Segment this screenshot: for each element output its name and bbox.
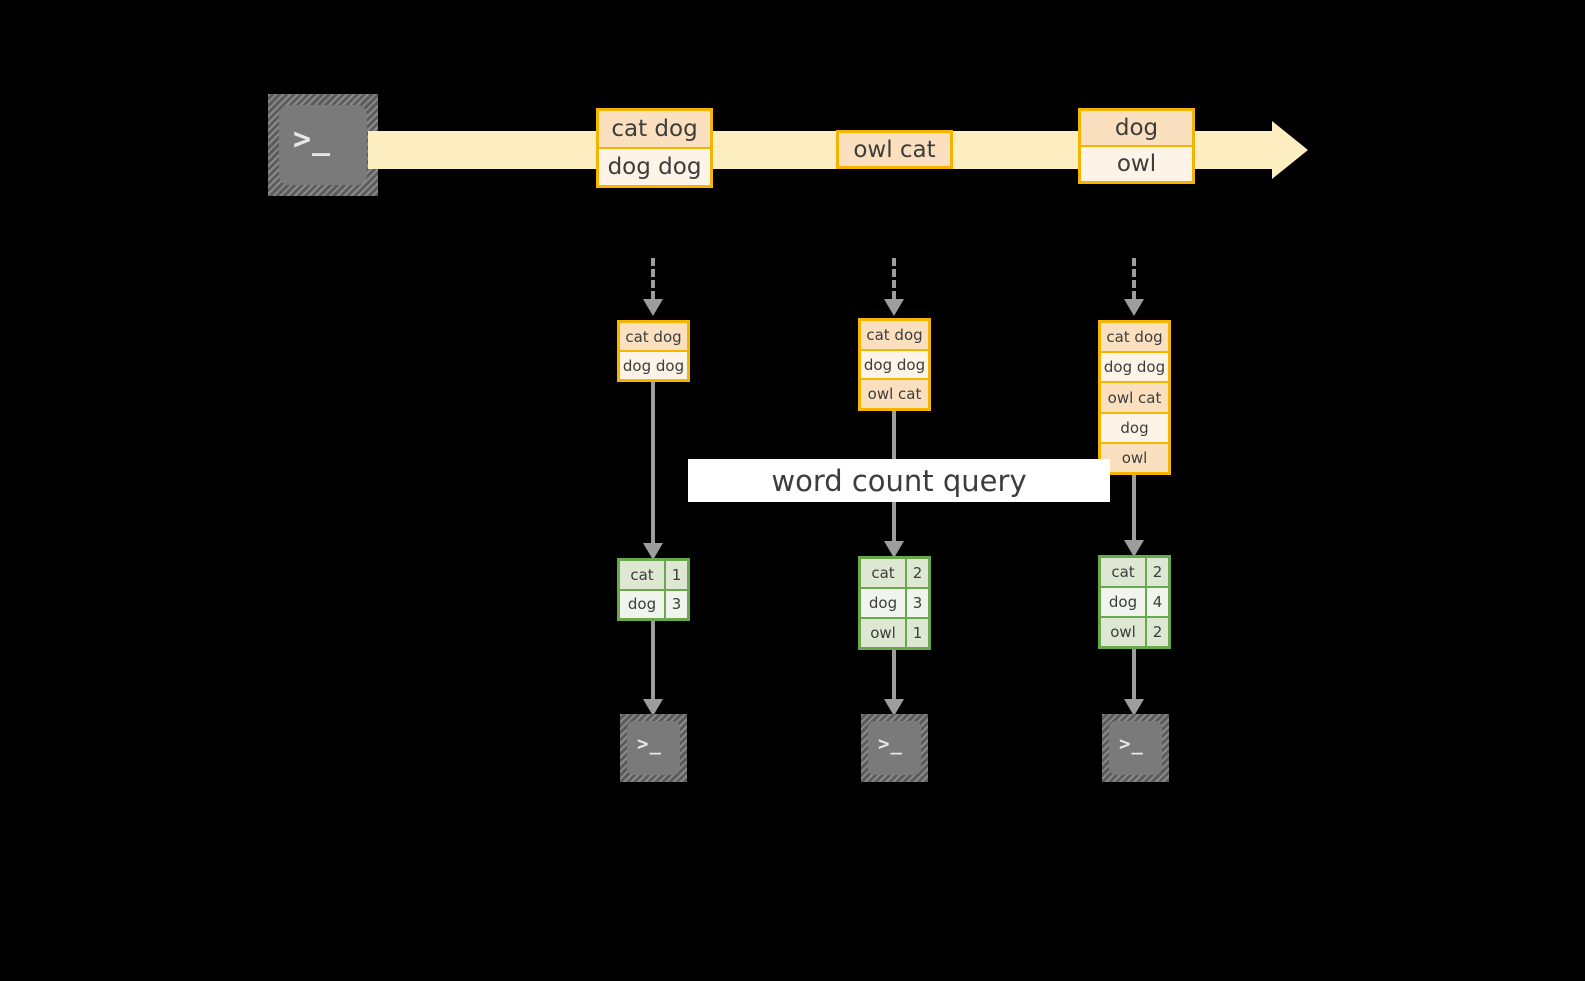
stream-event-line: cat dog	[599, 111, 710, 147]
accumulated-event-line: cat dog	[620, 323, 687, 350]
table-row: owl 1	[861, 617, 928, 647]
sink-arrow	[643, 621, 663, 716]
count-cell: 4	[1147, 588, 1168, 616]
stream-event-box: dog owl	[1078, 108, 1195, 184]
accumulated-event-line: owl cat	[861, 378, 928, 409]
terminal-icon-screen: >_	[627, 721, 680, 775]
word-cell: dog	[861, 589, 907, 617]
word-cell: cat	[861, 559, 907, 587]
table-row: dog 3	[620, 588, 687, 618]
stream-event-box: owl cat	[836, 130, 953, 169]
accumulated-event-line: cat dog	[1101, 323, 1168, 352]
terminal-prompt-glyph: >_	[293, 122, 332, 157]
word-count-table: cat 2 dog 3 owl 1	[858, 556, 931, 650]
accumulated-events-box: cat dog dog dog	[617, 320, 690, 382]
query-arrow	[643, 382, 663, 560]
query-label: word count query	[688, 459, 1110, 502]
count-cell: 1	[666, 561, 687, 589]
table-row: owl 2	[1101, 616, 1168, 646]
sink-arrow	[884, 650, 904, 716]
stream-event-line: owl cat	[839, 133, 950, 166]
terminal-icon: >_	[268, 94, 378, 196]
accumulated-events-box: cat dog dog dog owl cat dog owl	[1098, 320, 1171, 475]
count-cell: 3	[907, 589, 928, 617]
stream-tap-arrow	[884, 258, 904, 316]
table-row: dog 3	[861, 587, 928, 617]
accumulated-events-box: cat dog dog dog owl cat	[858, 318, 931, 411]
terminal-prompt-glyph: >_	[878, 733, 903, 755]
count-cell: 2	[907, 559, 928, 587]
word-cell: dog	[620, 590, 666, 618]
sink-arrow	[1124, 649, 1144, 716]
word-cell: cat	[620, 561, 666, 589]
word-cell: cat	[1101, 558, 1147, 586]
accumulated-event-line: dog dog	[1101, 351, 1168, 382]
terminal-icon: >_	[1102, 714, 1169, 782]
terminal-prompt-glyph: >_	[637, 733, 662, 755]
word-cell: owl	[1101, 618, 1147, 646]
terminal-icon: >_	[861, 714, 928, 782]
terminal-icon-screen: >_	[279, 105, 367, 185]
terminal-icon-screen: >_	[1109, 721, 1162, 775]
table-row: cat 2	[861, 559, 928, 587]
query-arrow	[1124, 475, 1144, 557]
stream-event-line: dog dog	[599, 147, 710, 185]
accumulated-event-line: dog dog	[620, 350, 687, 379]
accumulated-event-line: owl	[1101, 441, 1168, 473]
word-count-table: cat 1 dog 3	[617, 558, 690, 621]
accumulated-event-line: dog dog	[861, 348, 928, 379]
stream-tap-arrow	[1124, 258, 1144, 316]
table-row: cat 2	[1101, 558, 1168, 586]
terminal-icon-screen: >_	[868, 721, 921, 775]
stream-event-box: cat dog dog dog	[596, 108, 713, 188]
terminal-icon: >_	[620, 714, 687, 782]
table-row: dog 4	[1101, 586, 1168, 616]
stream-event-line: owl	[1081, 145, 1192, 181]
accumulated-event-line: dog	[1101, 411, 1168, 442]
event-stream-arrowhead	[1272, 121, 1308, 179]
accumulated-event-line: cat dog	[861, 321, 928, 349]
count-cell: 2	[1147, 558, 1168, 586]
accumulated-event-line: owl cat	[1101, 381, 1168, 412]
word-cell: dog	[1101, 588, 1147, 616]
count-cell: 2	[1147, 618, 1168, 646]
word-count-table: cat 2 dog 4 owl 2	[1098, 555, 1171, 649]
count-cell: 3	[666, 590, 687, 618]
stream-tap-arrow	[643, 258, 663, 316]
count-cell: 1	[907, 619, 928, 647]
word-cell: owl	[861, 619, 907, 647]
stream-event-line: dog	[1081, 111, 1192, 145]
table-row: cat 1	[620, 561, 687, 589]
terminal-prompt-glyph: >_	[1119, 733, 1144, 755]
